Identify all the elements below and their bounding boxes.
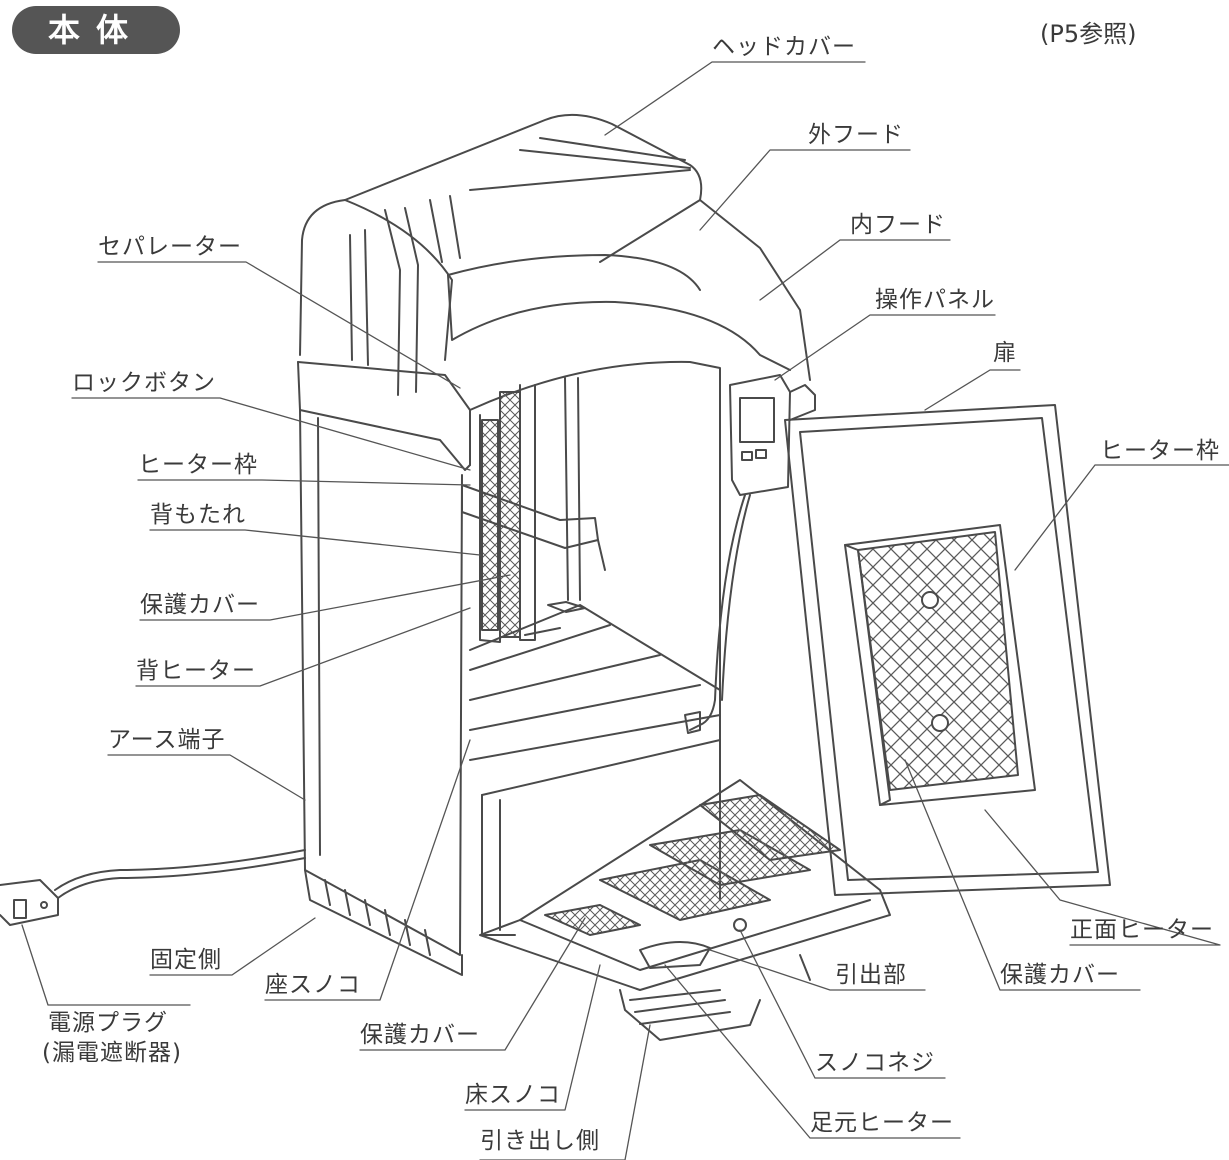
label-fixed-side: 固定側	[150, 947, 222, 973]
label-lock-button: ロックボタン	[72, 370, 216, 396]
label-separator: セパレーター	[98, 234, 242, 260]
label-backrest: 背もたれ	[150, 502, 246, 528]
label-protective-cover-right: 保護カバー	[1000, 962, 1120, 988]
label-front-heater: 正面ヒーター	[1070, 917, 1214, 943]
title-badge: 本体	[12, 6, 180, 54]
label-foot-heater: 足元ヒーター	[810, 1110, 954, 1136]
label-power-plug: 電源プラグ	[48, 1010, 168, 1036]
label-heater-frame-left: ヒーター枠	[138, 452, 258, 478]
label-outer-hood: 外フード	[808, 122, 904, 148]
label-power-plug-sub: (漏電遮断器)	[42, 1040, 182, 1066]
leader-lines	[21, 61, 1229, 1160]
label-door: 扉	[993, 340, 1017, 366]
label-inner-hood: 内フード	[850, 212, 946, 238]
power-cord	[0, 849, 306, 926]
floor-tray	[479, 779, 891, 1041]
label-earth-terminal: アース端子	[108, 727, 226, 753]
label-protective-cover-left: 保護カバー	[140, 592, 260, 618]
label-head-cover: ヘッドカバー	[712, 34, 856, 60]
separator-shape	[297, 361, 471, 471]
label-seat-slats: 座スノコ	[265, 972, 361, 998]
label-heater-frame-right: ヒーター枠	[1100, 438, 1220, 464]
label-pull-out-part: 引出部	[835, 962, 907, 988]
control-panel-shape	[684, 374, 816, 734]
label-floor-slats: 床スノコ	[465, 1082, 561, 1108]
label-protective-cover-bottom: 保護カバー	[360, 1022, 480, 1048]
label-control-panel: 操作パネル	[875, 287, 995, 313]
page-reference: (P5参照)	[1040, 20, 1137, 48]
label-drawer-side: 引き出し側	[480, 1128, 600, 1154]
label-slat-screw: スノコネジ	[815, 1050, 935, 1076]
head-cover-shape	[299, 113, 811, 396]
left-side-panel	[299, 409, 463, 976]
door-shape	[784, 404, 1111, 896]
label-back-heater: 背ヒーター	[136, 658, 256, 684]
